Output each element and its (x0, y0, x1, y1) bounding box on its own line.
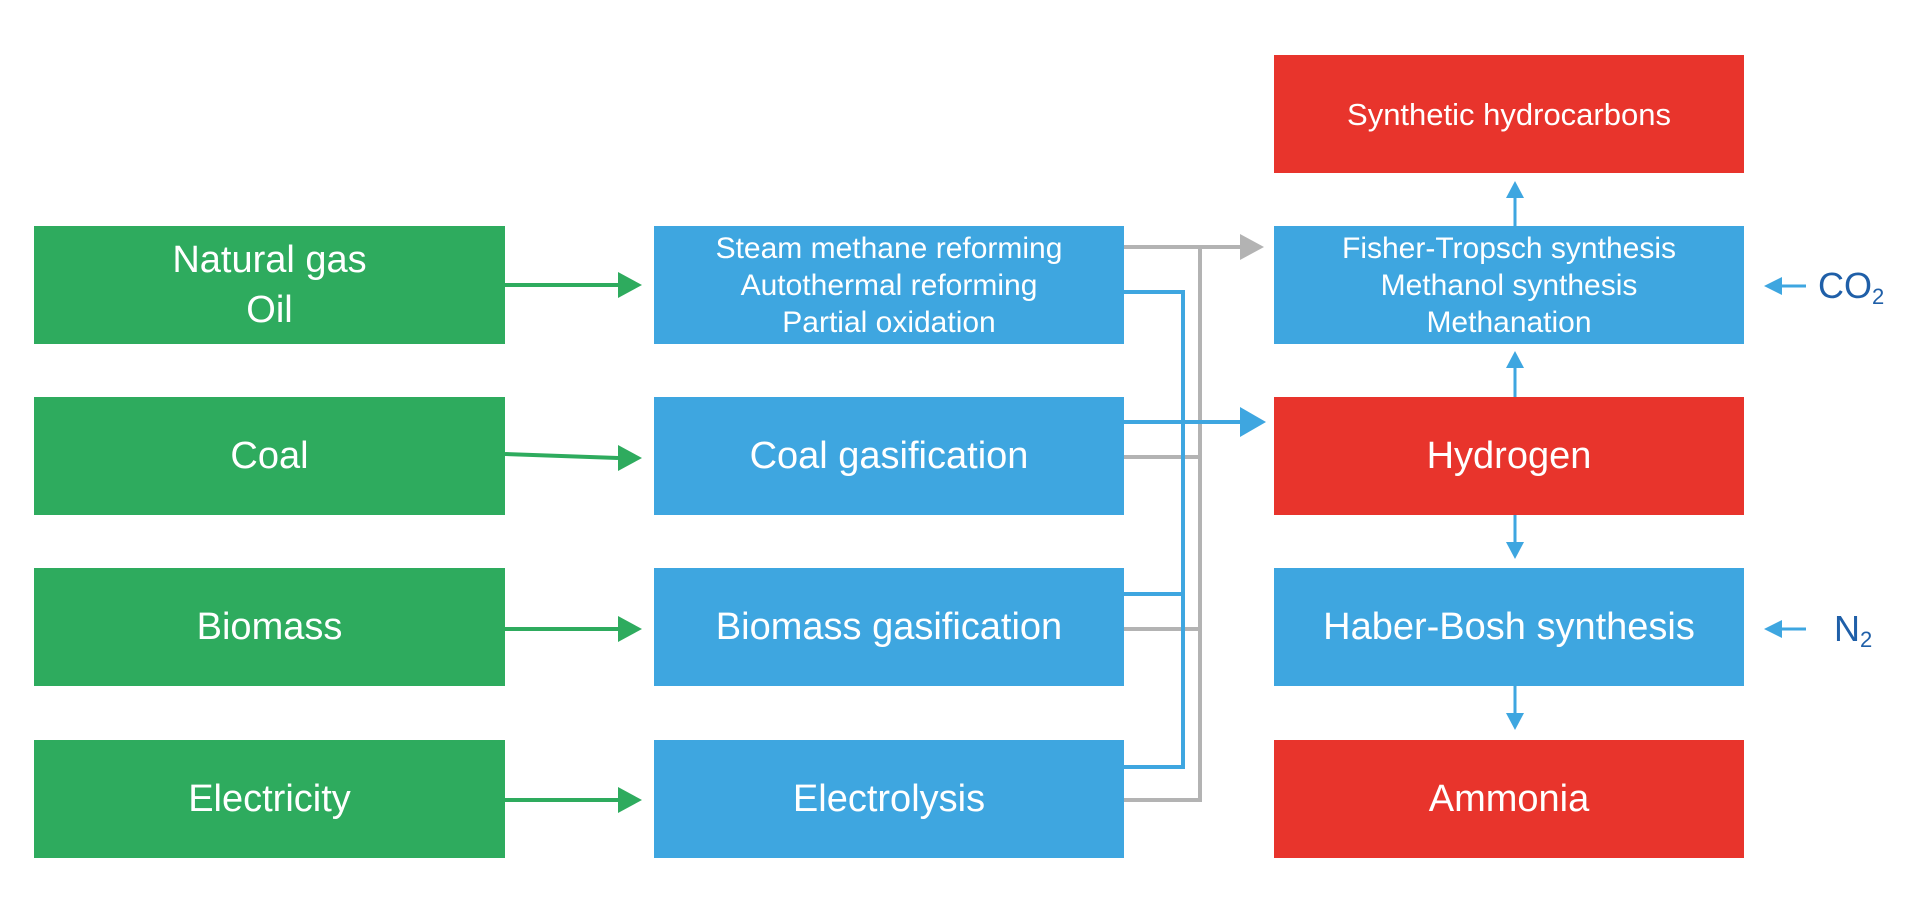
source-natural-gas-oil: Natural gas Oil (34, 226, 505, 344)
source-biomass: Biomass (34, 568, 505, 686)
n2-base: N (1834, 608, 1860, 649)
source-electricity: Electricity (34, 740, 505, 858)
input-n2-label: N2 (1834, 609, 1872, 660)
product-hydrogen: Hydrogen (1274, 397, 1744, 515)
product-synthetic-hydrocarbons: Synthetic hydrocarbons (1274, 55, 1744, 173)
methanation-label: Methanation (1426, 305, 1592, 339)
biomass-gasification-label: Biomass gasification (715, 606, 1063, 648)
blue-line-reforming (1124, 290, 1185, 769)
arrowhead-electricity (618, 787, 642, 813)
haber-bosch-label: Haber-Bosh synthesis (1323, 606, 1695, 648)
ammonia-label: Ammonia (1428, 778, 1590, 820)
co2-subscript: 2 (1872, 284, 1885, 309)
partial-oxidation-label: Partial oxidation (782, 305, 996, 339)
arrowhead-to-synthesis (1506, 351, 1524, 368)
source-coal: Coal (34, 397, 505, 515)
source-arrows (504, 272, 642, 813)
electricity-label: Electricity (188, 778, 351, 820)
input-co2-label: CO2 (1818, 266, 1884, 317)
syngas-lines (1124, 245, 1240, 802)
blue-arrowhead-to-hydrogen (1240, 407, 1266, 437)
input-arrows (1764, 277, 1806, 638)
methanol-synthesis-label: Methanol synthesis (1380, 268, 1638, 302)
electrolysis-label: Electrolysis (792, 778, 986, 820)
grey-arrowhead-to-synthesis (1240, 234, 1264, 260)
process-electrolysis: Electrolysis (654, 740, 1124, 858)
arrowhead-n2 (1764, 620, 1782, 638)
n2-subscript: 2 (1860, 627, 1873, 652)
arrowhead-to-haber-bosch (1506, 542, 1524, 559)
steam-methane-reforming-label: Steam methane reforming (715, 231, 1063, 265)
grey-line-electrolysis (1124, 245, 1240, 802)
arrowhead-co2 (1764, 277, 1782, 295)
arrowhead-to-hydrocarbons (1506, 181, 1524, 198)
synthesis-processes: Fisher-Tropsch synthesis Methanol synthe… (1274, 226, 1744, 344)
arrow-coal-to-gasification (504, 452, 619, 460)
hydrogen-lines (1124, 290, 1240, 769)
oil-label: Oil (246, 289, 293, 331)
arrowhead-coal (618, 445, 642, 471)
autothermal-reforming-label: Autothermal reforming (740, 268, 1038, 302)
natural-gas-label: Natural gas (172, 239, 367, 281)
coal-label: Coal (230, 435, 309, 477)
hydrogen-label: Hydrogen (1426, 435, 1592, 477)
process-reforming: Steam methane reforming Autothermal refo… (654, 226, 1124, 344)
product-ammonia: Ammonia (1274, 740, 1744, 858)
haber-bosch-synthesis: Haber-Bosh synthesis (1274, 568, 1744, 686)
arrowhead-to-ammonia (1506, 713, 1524, 730)
process-biomass-gasification: Biomass gasification (654, 568, 1124, 686)
fisher-tropsch-label: Fisher-Tropsch synthesis (1342, 231, 1676, 265)
process-coal-gasification: Coal gasification (654, 397, 1124, 515)
biomass-label: Biomass (196, 606, 343, 648)
synthetic-hydrocarbons-label: Synthetic hydrocarbons (1347, 96, 1671, 132)
coal-gasification-label: Coal gasification (749, 435, 1029, 477)
product-arrows (1506, 181, 1524, 730)
arrowhead-biomass (618, 616, 642, 642)
arrowhead-natural-gas (618, 272, 642, 298)
co2-base: CO (1818, 265, 1872, 306)
